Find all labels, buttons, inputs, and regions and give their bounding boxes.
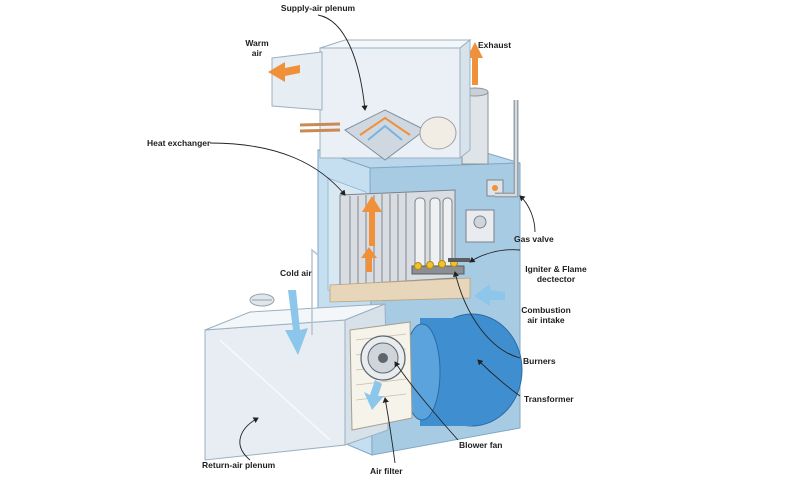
burners-label: Burners	[523, 356, 556, 366]
combustion-air-intake-label: Combustion air intake	[511, 305, 581, 325]
blower-housing	[403, 313, 523, 427]
gas-valve	[465, 100, 519, 243]
blower-fan	[360, 335, 406, 410]
heat-exchanger	[339, 189, 456, 286]
burner-shelf	[329, 258, 471, 303]
cold-air-label: Cold air	[280, 268, 312, 278]
gas-valve-label: Gas valve	[514, 234, 554, 244]
combustion-air-arrow	[474, 284, 505, 306]
leader-lines	[209, 14, 536, 464]
burners	[411, 259, 465, 275]
blower-fan-label: Blower fan	[459, 440, 503, 450]
supply-air-plenum	[268, 38, 472, 161]
warm-air-label-line2: air	[251, 48, 263, 58]
warm-air-label: Warm air	[242, 38, 272, 58]
return-air-plenum-label: Return-air plenum	[202, 460, 276, 470]
supply-air-plenum-label: Supply-air plenum	[280, 3, 356, 13]
air-filter-label: Air filter	[370, 466, 403, 476]
igniter-flame-detector-label: Igniter & Flame dectector	[516, 264, 596, 284]
igniter-label-line1: Igniter & Flame	[525, 264, 587, 274]
transformer-label: Transformer	[524, 394, 574, 404]
control-wire	[311, 248, 319, 335]
igniter-label-line2: dectector	[536, 274, 576, 284]
combustion-label-line1: Combustion	[521, 305, 571, 315]
heat-exchanger-label: Heat exchanger	[147, 138, 211, 148]
cold-air-arrow	[249, 290, 308, 355]
exhaust-label: Exhaust	[478, 40, 512, 50]
warm-air-label-line1: Warm	[245, 38, 269, 48]
combustion-label-line2: air intake	[527, 315, 565, 325]
